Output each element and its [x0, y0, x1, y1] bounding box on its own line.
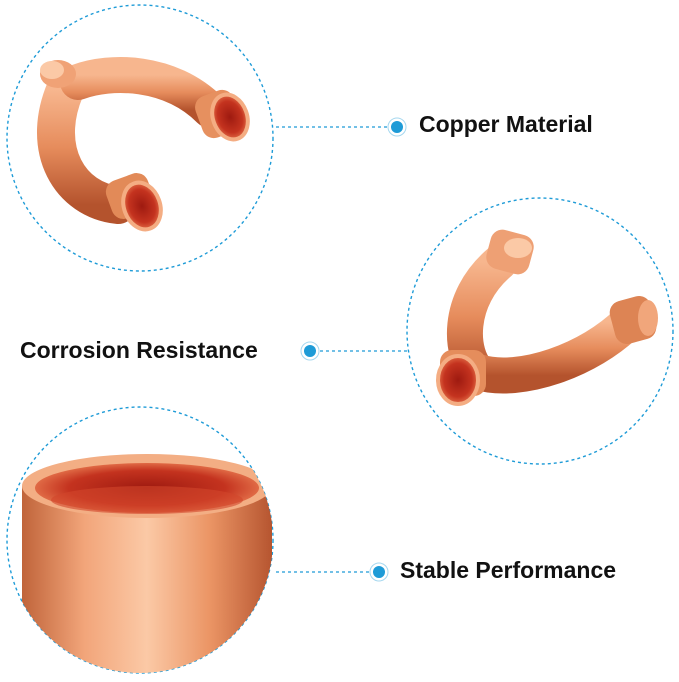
- y-pipe-fitting-icon: [436, 229, 658, 406]
- y-pipe-fitting-icon: [37, 57, 250, 232]
- feature-label-stable-performance: Stable Performance: [400, 557, 617, 583]
- feature-dot-1: [391, 121, 403, 133]
- feature-label-corrosion-resistance: Corrosion Resistance: [20, 337, 258, 363]
- feature-dot-3: [373, 566, 385, 578]
- feature-label-copper-material: Copper Material: [419, 111, 593, 137]
- feature-dot-2: [304, 345, 316, 357]
- copper-cap-icon: [22, 454, 272, 673]
